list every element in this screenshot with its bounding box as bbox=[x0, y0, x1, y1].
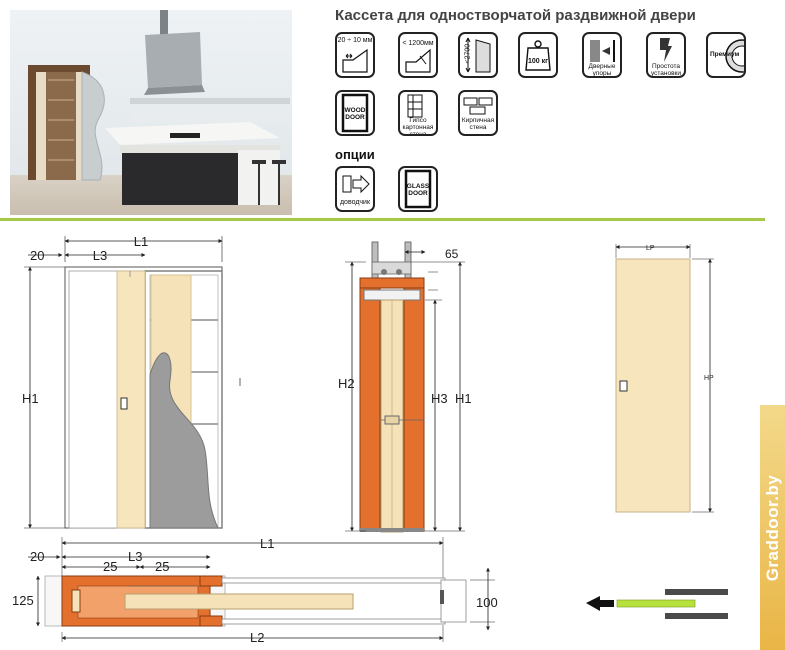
options-label: опции bbox=[335, 147, 375, 162]
wall-thickness-label: 20 ÷ 10 мм bbox=[337, 37, 373, 44]
technical-drawing: L1 L3 20 H1 bbox=[12, 234, 728, 645]
closer-icon: доводчик bbox=[335, 166, 375, 212]
section-h2-label: H2 bbox=[338, 376, 355, 391]
weight-label: 100 кг bbox=[527, 58, 549, 65]
door-width-icon: < 1200мм bbox=[398, 32, 438, 78]
green-separator bbox=[0, 218, 765, 221]
premium-icon: Премиум bbox=[706, 32, 746, 78]
glass-door-label: GLASS DOOR bbox=[406, 183, 430, 197]
slide-direction-schematic bbox=[586, 589, 728, 619]
front-h1-label: H1 bbox=[22, 391, 39, 406]
page-title: Кассета для одностворчатой раздвижной дв… bbox=[335, 7, 696, 24]
front-view: L1 L3 20 H1 bbox=[22, 234, 241, 529]
easy-install-icon: Простота установки bbox=[646, 32, 686, 78]
plan-l1-label: L1 bbox=[260, 536, 274, 551]
section-65-label: 65 bbox=[445, 247, 459, 261]
plan-l2-label: L2 bbox=[250, 630, 264, 645]
wall-thickness-icon: 20 ÷ 10 мм bbox=[335, 32, 375, 78]
section-h1-label: H1 bbox=[455, 391, 472, 406]
front-l1-label: L1 bbox=[134, 234, 148, 249]
door-width-label: < 1200мм bbox=[402, 40, 434, 47]
door-height-label: <2700 bbox=[464, 43, 472, 64]
plan-l3-label: L3 bbox=[128, 549, 142, 564]
door-hp-label: HP bbox=[704, 375, 714, 382]
plan-25b-label: 25 bbox=[155, 559, 169, 574]
door-leaf-drawing: LP HP bbox=[615, 244, 714, 513]
plan-20-label: 20 bbox=[30, 549, 44, 564]
arrow-left-icon bbox=[586, 596, 614, 611]
front-l3-label: L3 bbox=[93, 248, 107, 263]
plan-view: L1 L3 20 25 25 125 100 L2 bbox=[12, 536, 498, 645]
gypsum-wall-label: Гипсо картонная стена bbox=[402, 117, 434, 136]
section-h3-label: H3 bbox=[431, 391, 448, 406]
brick-wall-label: Кирпичная стена bbox=[461, 117, 495, 131]
glass-door-icon: GLASS DOOR bbox=[398, 166, 438, 212]
plan-125-label: 125 bbox=[12, 593, 34, 608]
weight-icon: 100 кг bbox=[518, 32, 558, 78]
plan-25a-label: 25 bbox=[103, 559, 117, 574]
door-stops-icon: Дверные упоры bbox=[582, 32, 622, 78]
front-20-label: 20 bbox=[30, 248, 44, 263]
plan-100-label: 100 bbox=[476, 595, 498, 610]
door-lp-label: LP bbox=[646, 245, 655, 252]
brick-wall-icon: Кирпичная стена bbox=[458, 90, 498, 136]
wood-door-icon: WOOD DOOR bbox=[335, 90, 375, 136]
premium-label: Премиум bbox=[710, 51, 740, 58]
door-height-icon: <2700 bbox=[458, 32, 498, 78]
wood-door-label: WOOD DOOR bbox=[344, 107, 366, 121]
gypsum-wall-icon: Гипсо картонная стена bbox=[398, 90, 438, 136]
door-stops-label: Дверные упоры bbox=[588, 63, 616, 77]
closer-label: доводчик bbox=[339, 199, 371, 206]
watermark-text: Graddoor.by bbox=[762, 474, 782, 581]
vertical-section: H2 H3 H1 65 bbox=[338, 241, 472, 533]
kitchen-photo bbox=[10, 10, 292, 215]
easy-install-label: Простота установки bbox=[650, 63, 682, 77]
watermark: Graddoor.by bbox=[760, 405, 785, 650]
